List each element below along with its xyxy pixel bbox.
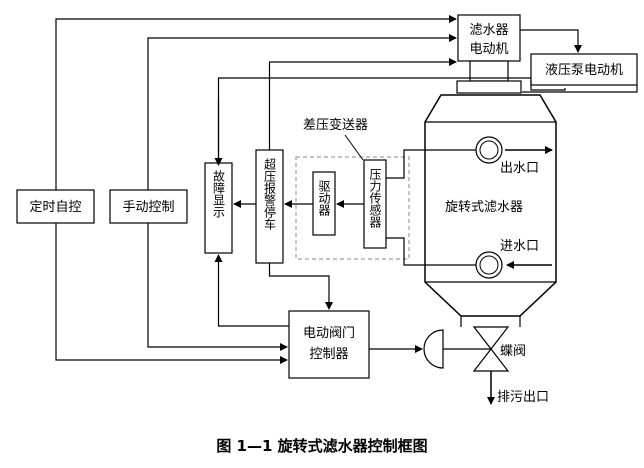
- timer-to-filter-motor-line: [55, 15, 457, 190]
- timer-control-block: 定时自控: [16, 189, 95, 224]
- valve-actuator: [423, 329, 444, 369]
- fault-display-block: 故障显示: [204, 162, 233, 254]
- sensor-outlet-tap-line: [386, 149, 476, 179]
- valve-controller-label-line2: 控制器: [309, 347, 348, 362]
- pump-return-line-2: [522, 85, 638, 93]
- driver-block: 驱动器: [312, 171, 336, 236]
- filter-motor-to-pump-line: [520, 29, 582, 53]
- motor-base: [456, 80, 522, 94]
- filter-motor-label-line2: 电动机: [469, 42, 508, 57]
- water-inlet-label: 进水口: [500, 239, 539, 254]
- figure-caption: 图 1—1 旋转式滤水器控制框图: [216, 437, 427, 455]
- pressure-sensor-block: 压力传感器: [363, 159, 387, 249]
- valve-controller-block: 电动阀门 控制器: [288, 310, 370, 379]
- sewage-outlet-label: 排污出口: [497, 390, 549, 405]
- pressure-sensor-label: 压力传感器: [368, 168, 382, 229]
- outlet-pipe: [475, 136, 503, 164]
- hydraulic-pump-motor-label: 液压泵电动机: [545, 63, 623, 78]
- hydraulic-pump-motor-block: 液压泵电动机: [530, 53, 638, 86]
- differential-transmitter-label: 差压变送器: [303, 117, 368, 133]
- transmitter-dashed-box: [295, 156, 410, 260]
- timer-control-label: 定时自控: [29, 200, 81, 215]
- alarm-to-valve-controller-line: [268, 263, 333, 310]
- rotary-filter-vessel: 旋转式滤水器: [424, 94, 557, 317]
- pump-return-line: [530, 80, 566, 91]
- overpressure-alarm-label: 超压报警停车: [263, 157, 277, 231]
- rotary-filter-label: 旋转式滤水器: [445, 200, 523, 215]
- sensor-inlet-tap-line: [386, 237, 476, 266]
- driver-label: 驱动器: [317, 180, 331, 217]
- water-outlet-label: 出水口: [500, 161, 539, 176]
- valve-to-fault-line: [214, 254, 289, 327]
- inlet-pipe: [475, 251, 503, 279]
- manual-control-block: 手动控制: [109, 189, 188, 224]
- fault-display-label: 故障显示: [212, 169, 226, 218]
- overpressure-alarm-block: 超压报警停车: [255, 149, 284, 264]
- manual-to-filter-motor-line: [147, 34, 457, 190]
- connection-lines: [55, 15, 638, 364]
- alarm-to-motor-line: [268, 58, 457, 150]
- transmitter-leader-line: [344, 134, 364, 161]
- manual-to-valve-controller-line: [147, 223, 288, 351]
- filter-motor-label-line1: 滤水器: [469, 23, 508, 38]
- manual-control-label: 手动控制: [122, 200, 174, 215]
- valve-controller-label-line1: 电动阀门: [303, 326, 355, 341]
- filter-motor-block: 滤水器 电动机: [457, 14, 521, 62]
- timer-to-valve-controller-line: [55, 223, 288, 364]
- butterfly-valve-label: 蝶阀: [500, 344, 526, 359]
